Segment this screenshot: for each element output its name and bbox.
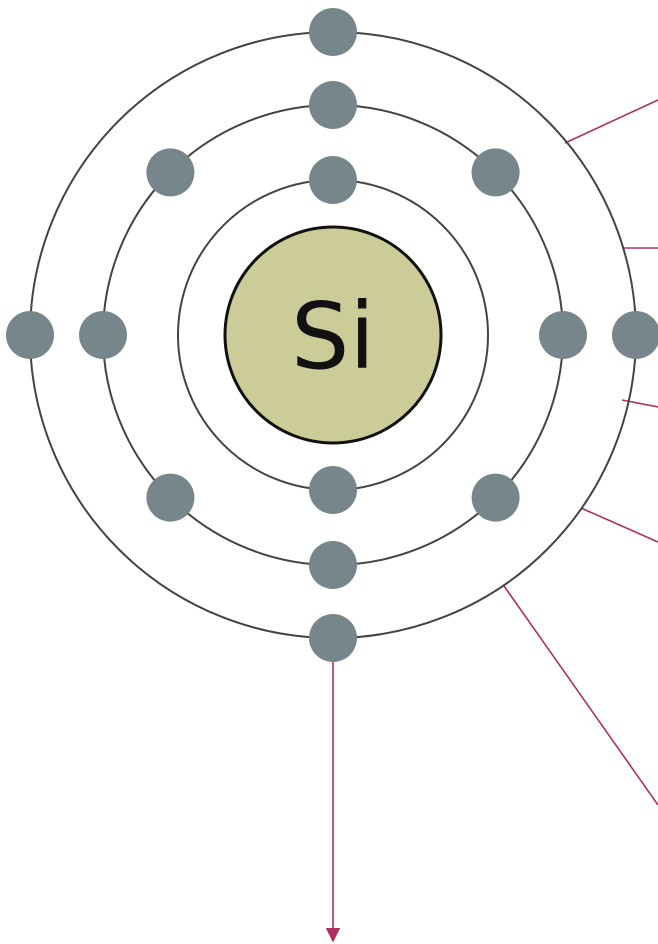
- element-symbol: Si: [291, 283, 375, 390]
- electron-shell2-4: [471, 473, 520, 522]
- electron-shell2-8: [146, 148, 195, 197]
- electron-shell2-6: [146, 473, 195, 522]
- electron-shell3-1: [309, 8, 357, 56]
- nucleus: Si: [223, 225, 443, 445]
- pointer-line-4: [580, 507, 658, 543]
- electron-shell2-5: [309, 541, 357, 589]
- electron-shell2-1: [309, 81, 357, 129]
- electron-shell2-2: [471, 148, 520, 197]
- electron-shell3-2: [612, 311, 658, 359]
- pointer-line-5: [503, 585, 658, 806]
- electron-shell1-2: [309, 466, 357, 514]
- electron-shell1-1: [309, 156, 357, 204]
- nucleus-circle: [223, 225, 443, 445]
- electron-shell3-3: [309, 614, 357, 662]
- pointer-line-1: [564, 99, 658, 144]
- electron-shell3-4: [6, 311, 54, 359]
- electron-shell2-7: [79, 311, 127, 359]
- electron-shell2-3: [539, 311, 587, 359]
- electrons: [6, 8, 658, 662]
